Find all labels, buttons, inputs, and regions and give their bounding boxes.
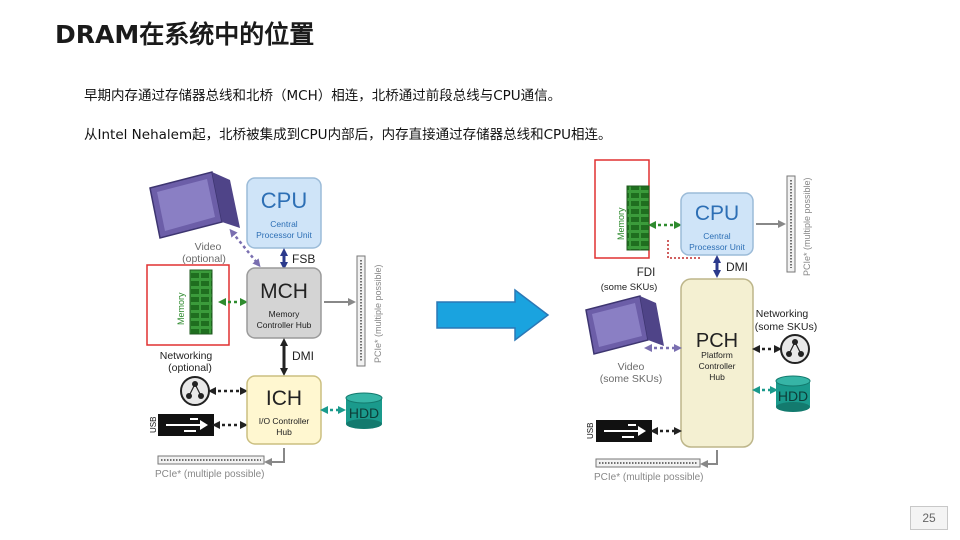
left-cpu-title: CPU <box>261 188 307 213</box>
left-ich-subtitle-2: Hub <box>276 427 292 437</box>
left-ich-pcie-connector <box>264 448 285 466</box>
right-memory-label: Memory <box>616 207 626 240</box>
left-video-connector <box>229 228 261 268</box>
right-usb-label: USB <box>586 423 595 439</box>
right-networking-skus-label: (some SKUs) <box>755 321 817 333</box>
right-diagram: Memory CPU Central Processor Unit PCIe* … <box>585 159 817 483</box>
right-cpu-title: CPU <box>695 202 739 225</box>
right-pch-title: PCH <box>696 330 738 352</box>
right-hdd-label: HDD <box>778 388 808 404</box>
right-pch-box <box>680 278 754 448</box>
left-pcie-side-label: PCIe* (multiple possible) <box>373 264 383 363</box>
left-video-monitor-icon <box>149 171 240 239</box>
left-video-optional-label: (optional) <box>182 253 226 265</box>
left-usb-label: USB <box>149 417 158 433</box>
left-mch-title: MCH <box>260 280 308 303</box>
left-memory-label: Memory <box>176 292 186 325</box>
right-pch-subtitle-3: Hub <box>709 372 725 382</box>
page-number: 25 <box>910 506 948 530</box>
left-ich-title: ICH <box>266 387 302 410</box>
right-video-label: Video <box>618 361 645 373</box>
left-mch-subtitle-2: Controller Hub <box>257 320 312 330</box>
right-networking-label: Networking <box>756 308 809 320</box>
left-dmi-label: DMI <box>292 349 314 363</box>
left-mch-subtitle-1: Memory <box>269 309 300 319</box>
left-hdd-icon <box>345 392 383 429</box>
right-pcie-side-label: PCIe* (multiple possible) <box>802 177 812 276</box>
right-memory-module-icon <box>626 185 650 251</box>
right-dmi-label: DMI <box>726 260 748 274</box>
left-cpu-subtitle-1: Central <box>270 219 298 229</box>
left-memory-highlight <box>146 264 230 346</box>
right-fdi-skus-label: (some SKUs) <box>601 282 657 293</box>
right-video-monitor-icon <box>585 295 664 355</box>
left-memory-module-icon <box>189 269 213 335</box>
left-diagram: Video (optional) CPU Central Processor U… <box>146 171 383 480</box>
right-network-icon <box>780 334 810 364</box>
right-cpu-subtitle-2: Processor Unit <box>689 242 745 252</box>
paragraph-nehalem-architecture: 从Intel Nehalem起，北桥被集成到CPU内部后，内存直接通过存储器总线… <box>84 127 612 143</box>
left-ich-subtitle-1: I/O Controller <box>259 416 310 426</box>
right-video-skus-label: (some SKUs) <box>600 373 662 385</box>
right-hdd-icon <box>775 375 811 412</box>
right-pch-subtitle-2: Controller <box>699 361 736 371</box>
left-networking-label: Networking <box>160 350 213 362</box>
right-pch-pcie-connector <box>700 450 718 468</box>
left-video-label: Video <box>195 241 222 253</box>
right-pcie-side-slot <box>786 175 796 273</box>
right-pch-subtitle-1: Platform <box>701 350 733 360</box>
transition-arrow-icon <box>436 288 550 342</box>
right-fdi-label: FDI <box>637 267 656 279</box>
left-hdd-label: HDD <box>349 405 379 421</box>
left-fsb-label: FSB <box>292 252 315 266</box>
slide-title: DRAM在系统中的位置 <box>55 20 315 49</box>
left-cpu-subtitle-2: Processor Unit <box>256 230 312 240</box>
left-pcie-bottom-slot <box>157 455 265 465</box>
left-networking-optional-label: (optional) <box>168 362 212 374</box>
right-fdi-connector <box>667 240 700 259</box>
left-network-icon <box>180 376 210 406</box>
left-pcie-bottom-label: PCIe* (multiple possible) <box>155 469 265 480</box>
paragraph-early-architecture: 早期内存通过存储器总线和北桥（MCH）相连，北桥通过前段总线与CPU通信。 <box>84 88 562 104</box>
right-cpu-subtitle-1: Central <box>703 231 731 241</box>
right-pcie-bottom-label: PCIe* (multiple possible) <box>594 472 704 483</box>
